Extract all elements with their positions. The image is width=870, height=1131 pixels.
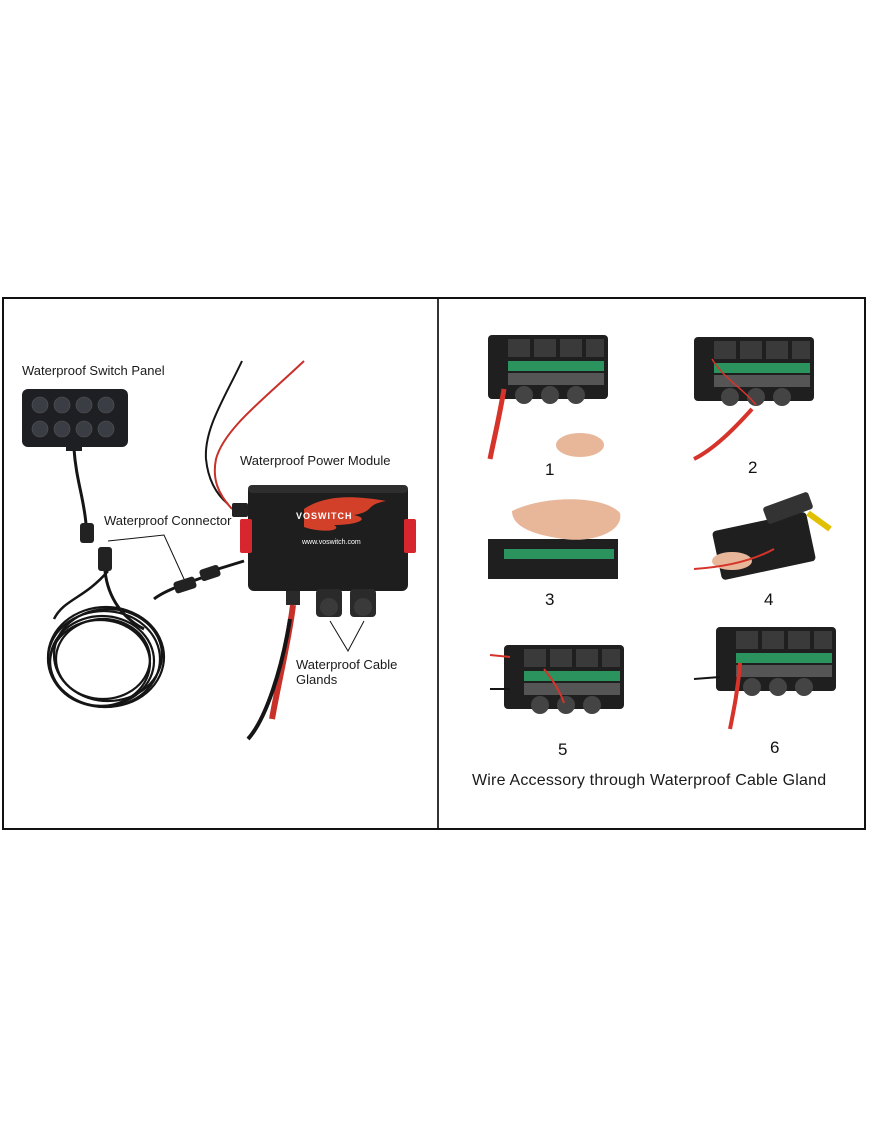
step-1-photo [487, 335, 608, 460]
step-number-3: 3 [545, 590, 555, 609]
connector-leader-line [107, 534, 185, 580]
module-website: www.voswitch.com [302, 539, 361, 546]
cable-glands-label-line2: Glands [296, 672, 338, 687]
step-3-photo [488, 499, 621, 579]
steps-caption: Wire Accessory through Waterproof Cable … [472, 772, 827, 789]
cable-glands [286, 589, 376, 617]
flame-logo-graphic [304, 497, 386, 531]
black-ground-cable [246, 618, 292, 741]
left-mounting-clip [240, 519, 252, 553]
power-module-label: Waterproof Power Module [240, 453, 391, 468]
cable-glands-label-line1: Waterproof Cable [296, 657, 398, 672]
step-number-1: 1 [545, 460, 555, 479]
step-number-2: 2 [748, 458, 758, 477]
module-connector-plug [173, 576, 197, 594]
panel-divider [437, 299, 439, 828]
switch-panel-label: Waterproof Switch Panel [22, 363, 165, 378]
coiled-extension-cable [46, 605, 166, 709]
step-5-photo [489, 645, 624, 714]
step-number-6: 6 [770, 738, 780, 757]
panel-connector-plug [80, 523, 94, 543]
system-overview-illustration [22, 360, 416, 741]
switch-panel-buttons [31, 396, 115, 438]
connector-label: Waterproof Connector [104, 513, 232, 528]
glands-leader-line [329, 620, 365, 653]
diagram-frame: VOSWITCH www.voswitch.com Waterproof Swi… [2, 297, 866, 830]
power-module-housing [248, 485, 408, 591]
step-4-photo [693, 492, 832, 580]
step-6-photo [693, 627, 836, 730]
right-mounting-clip [404, 519, 416, 553]
step-2-photo [693, 337, 814, 461]
step-number-4: 4 [764, 590, 774, 609]
connector-socket [98, 547, 112, 571]
step-number-5: 5 [558, 740, 568, 759]
module-brand: VOSWITCH [296, 511, 353, 521]
